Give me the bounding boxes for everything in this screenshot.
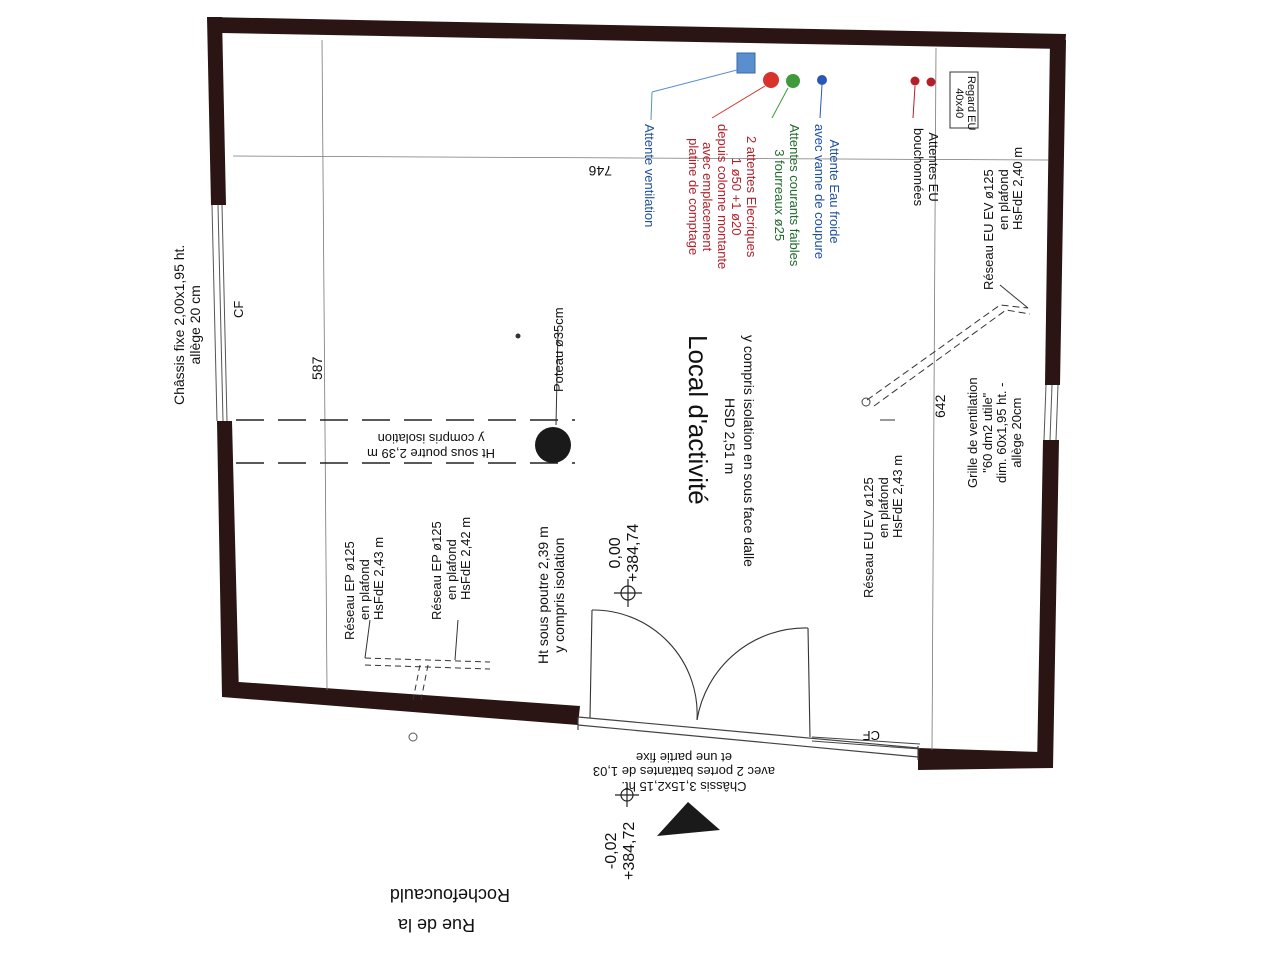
- grille-line3: dim. 60x1,95 ht. -: [994, 382, 1010, 483]
- entrance-line1: Châssis 3,15x2,15 ht.: [621, 779, 747, 794]
- regard-line1: Regard EU: [965, 76, 977, 131]
- column: [535, 427, 571, 463]
- beam-lower-line1: Ht sous poutre 2,39 m: [535, 526, 551, 664]
- entrance-cf: CF: [862, 728, 880, 743]
- level-markers: [614, 579, 642, 807]
- window-left-label: Châssis fixe 2,00x1,95 ht. allège 20 cm: [171, 244, 203, 405]
- entrance-arrow: [657, 802, 720, 836]
- window-left-line1: Châssis fixe 2,00x1,95 ht.: [171, 244, 187, 405]
- room-hsd-note: y compris isolation en sous face dalle: [741, 335, 757, 567]
- eu-attente-icon-a: [910, 76, 920, 86]
- network-eu-right-line2: en plafond: [995, 169, 1011, 230]
- right-grille: [1043, 384, 1059, 441]
- network-eu-mid-line2: en plafond: [875, 477, 891, 538]
- wall-left-upper: [207, 17, 226, 205]
- dimension-lines: [232, 39, 1049, 751]
- ventilation-attente-icon: [736, 52, 756, 74]
- doors: [589, 609, 811, 738]
- column-label: Poteau ø35cm: [551, 307, 566, 392]
- network-ep2-line2: en plafond: [443, 539, 459, 600]
- attente-courants-line2: 3 fourreaux ø25: [772, 149, 788, 242]
- network-eu-right: Réseau EU EV ø125 en plafond HsFdE 2,40 …: [981, 146, 1026, 290]
- level-inside-a: 0,00: [607, 537, 624, 569]
- attente-eu-line1: Attentes EU: [926, 132, 941, 202]
- regard-line2: 40x40: [952, 88, 965, 119]
- regard-label: Regard EU 40x40: [952, 76, 977, 130]
- attente-eau-label: Attente Eau froide avec vanne de coupure: [812, 124, 842, 260]
- dimension-left: 587: [309, 356, 325, 380]
- attente-eu-line2: bouchonnées: [911, 128, 927, 207]
- attente-courants-label: Attentes courants faibles 3 fourreaux ø2…: [772, 124, 802, 267]
- attente-eau-line1: Attente Eau froide: [827, 139, 842, 244]
- level-outside-a: -0,02: [603, 832, 620, 870]
- level-inside: 0,00 +384,74: [607, 524, 643, 582]
- level-outside-b: +384,72: [620, 821, 638, 880]
- street-line2: Rochefoucauld: [389, 885, 510, 905]
- attente-electric-line4: avec emplacement: [700, 142, 716, 252]
- wall-bottom-left: [222, 682, 580, 725]
- grille-line4: allège 20cm: [1008, 397, 1024, 468]
- entrance-frame: [577, 716, 921, 760]
- room-title: Local d'activité: [683, 335, 713, 505]
- network-ep1: Réseau EP ø125 en plafond HsFdE 2,43 m: [342, 536, 387, 640]
- network-eu-right-line3: HsFdE 2,40 m: [1010, 146, 1026, 230]
- wall-bottom-right: [918, 748, 1053, 770]
- electric-attente-icon: [763, 72, 779, 88]
- left-window: [211, 204, 228, 422]
- entrance-line2: avec 2 portes battantes de 1,03: [592, 764, 775, 780]
- grille-label: Grille de ventilation "60 dm2 utile" dim…: [965, 377, 1024, 488]
- attente-courants-line1: Attentes courants faibles: [787, 124, 802, 267]
- level-inside-b: +384,74: [624, 523, 642, 582]
- wall-top: [207, 17, 1066, 49]
- beam-lower-line2: y compris isolation: [550, 537, 567, 653]
- attente-electric-line2: 1 ø50 +1 ø20: [729, 157, 745, 236]
- beam-upper-label: Ht sous poutre 2,39 m y compris isolatio…: [367, 431, 495, 461]
- window-left-line2: allège 20 cm: [186, 285, 203, 365]
- network-ep1-line3: HsFdE 2,43 m: [371, 536, 387, 620]
- window-left-cf: CF: [231, 300, 246, 318]
- attente-electric-line1: 2 attentes Elecriques: [744, 135, 759, 258]
- network-eu-right-line1: Réseau EU EV ø125: [981, 169, 996, 290]
- network-ep2-line3: HsFdE 2,42 m: [458, 516, 474, 600]
- beam-lines: [236, 419, 575, 464]
- network-eu-mid-line3: HsFdE 2,43 m: [890, 454, 906, 538]
- wall-right-upper: [1045, 40, 1066, 385]
- attente-eu-label: Attentes EU bouchonnées: [911, 128, 941, 207]
- network-ep2-line1: Réseau EP ø125: [429, 521, 444, 620]
- network-ep1-line1: Réseau EP ø125: [342, 541, 357, 640]
- entrance-label: Châssis 3,15x2,15 ht. avec 2 portes batt…: [592, 749, 775, 794]
- street-line1: Rue de la: [397, 915, 475, 935]
- wall-right-lower: [1037, 440, 1059, 768]
- ep-pipes: [364, 657, 491, 701]
- wall-left-lower: [217, 421, 239, 697]
- attente-electric-line3: depuis colonne montante: [714, 124, 730, 270]
- attente-electric-line5: platine de comptage: [685, 138, 701, 256]
- beam-upper-line2: y compris isolation: [377, 431, 485, 447]
- grille-line2: "60 dm2 utile": [979, 392, 995, 473]
- beam-upper-line1: Ht sous poutre 2,39 m: [367, 446, 495, 461]
- room-hsd: HSD 2,51 m: [722, 398, 738, 475]
- dimension-top: 746: [588, 163, 612, 179]
- eau-attente-icon: [817, 75, 827, 85]
- attente-eau-line2: avec vanne de coupure: [812, 124, 828, 260]
- entrance-line3: et une partie fixe: [635, 749, 732, 765]
- courants-attente-icon: [786, 74, 800, 88]
- network-ep2: Réseau EP ø125 en plafond HsFdE 2,42 m: [429, 516, 474, 620]
- network-eu-mid-line1: Réseau EU EV ø125: [861, 477, 876, 598]
- network-eu-mid: Réseau EU EV ø125 en plafond HsFdE 2,43 …: [861, 454, 906, 598]
- eu-pipes: [866, 304, 1031, 407]
- eu-attente-icon-b: [926, 77, 936, 87]
- column-marker: [515, 333, 521, 339]
- network-ep1-line2: en plafond: [356, 559, 372, 620]
- attente-ventilation-label: Attente ventilation: [642, 124, 657, 228]
- attente-electric-label: 2 attentes Elecriques 1 ø50 +1 ø20 depui…: [685, 124, 759, 270]
- leader-lines: [364, 69, 1029, 661]
- level-outside: -0,02 +384,72: [603, 822, 639, 880]
- walls: [207, 17, 1066, 770]
- regard-eu-box: [949, 71, 979, 129]
- dimension-right: 642: [932, 394, 948, 418]
- beam-lower-label: Ht sous poutre 2,39 m y compris isolatio…: [535, 526, 567, 664]
- grille-line1: Grille de ventilation: [965, 377, 980, 488]
